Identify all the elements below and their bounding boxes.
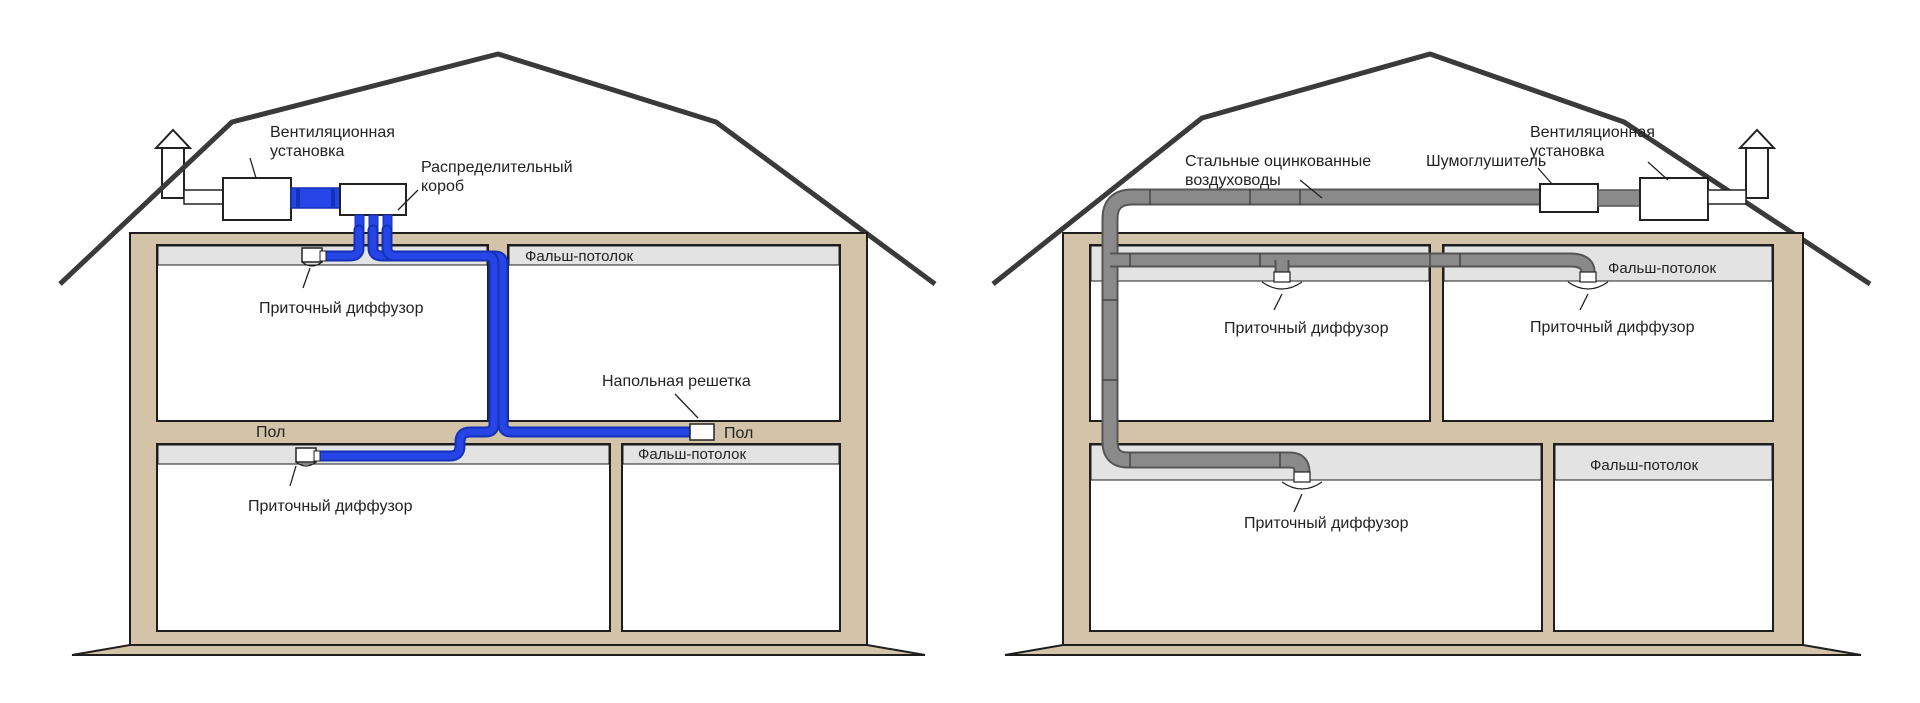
left-floor-grille xyxy=(689,423,715,441)
left-room-upper-right xyxy=(507,244,841,422)
right-label-supply-diffuser-bottom: Приточный диффузор xyxy=(1244,515,1409,532)
left-room-lower-right xyxy=(621,443,841,632)
left-ventilation-unit xyxy=(222,177,292,221)
left-label-floor-grille: Напольная решетка xyxy=(602,373,751,390)
right-house: Стальные оцинкованные воздуховоды Шумогл… xyxy=(991,51,1872,656)
right-silencer-connector xyxy=(1597,189,1641,207)
right-duct-joints xyxy=(1102,189,1461,468)
right-false-ceiling-lower-right xyxy=(1554,444,1773,481)
right-ventilation-unit xyxy=(1639,177,1709,221)
left-label-supply-diffuser-bottom: Приточный диффузор xyxy=(248,498,413,515)
left-leader-lines xyxy=(249,157,699,487)
left-false-ceiling-upper-right xyxy=(508,245,840,266)
right-chimney xyxy=(1737,128,1777,199)
right-supply-diffuser-bottom xyxy=(1281,471,1323,490)
left-house-walls xyxy=(71,232,926,656)
right-steel-ducts xyxy=(1101,188,1596,481)
left-room-lower-left xyxy=(156,443,611,632)
left-intake-duct xyxy=(183,189,225,205)
left-distribution-box xyxy=(339,183,407,216)
left-label-distribution-box: Распределительный короб xyxy=(421,159,577,195)
left-label-false-ceiling-top: Фальш-потолок xyxy=(525,248,633,265)
right-label-supply-diffuser-top-left: Приточный диффузор xyxy=(1224,320,1389,337)
left-label-floor-left: Пол xyxy=(256,424,285,441)
left-label-floor-right: Пол xyxy=(724,425,753,442)
right-label-vent-unit: Вентиляционная установка xyxy=(1530,124,1659,160)
right-label-silencer: Шумоглушитель xyxy=(1426,153,1546,170)
left-blue-ducts xyxy=(314,224,696,462)
left-false-ceiling-lower-right xyxy=(622,444,840,465)
left-label-false-ceiling-bottom: Фальш-потолок xyxy=(638,446,746,463)
left-label-vent-unit: Вентиляционная установка xyxy=(270,124,399,160)
right-label-false-ceiling-top: Фальш-потолок xyxy=(1608,260,1716,277)
right-label-steel-ducts: Стальные оцинкованные воздуховоды xyxy=(1185,153,1376,189)
right-silencer xyxy=(1539,183,1599,213)
left-supply-diffuser-bottom xyxy=(295,447,321,467)
right-label-supply-diffuser-top-right: Приточный диффузор xyxy=(1530,319,1695,336)
right-house-walls xyxy=(1004,232,1862,656)
right-roof xyxy=(991,51,1872,287)
left-roof xyxy=(58,51,937,287)
right-supply-diffuser-top-right xyxy=(1567,271,1609,290)
left-house: Вентиляционная установка Распределительн… xyxy=(58,51,937,656)
right-leader-lines xyxy=(1273,161,1669,513)
right-supply-diffuser-top-left xyxy=(1261,271,1303,290)
left-supply-diffuser-top xyxy=(301,247,327,267)
left-room-upper-left xyxy=(156,244,489,422)
right-label-false-ceiling-bottom: Фальш-потолок xyxy=(1590,457,1698,474)
left-label-supply-diffuser-top: Приточный диффузор xyxy=(259,300,424,317)
right-intake-duct xyxy=(1707,189,1747,205)
